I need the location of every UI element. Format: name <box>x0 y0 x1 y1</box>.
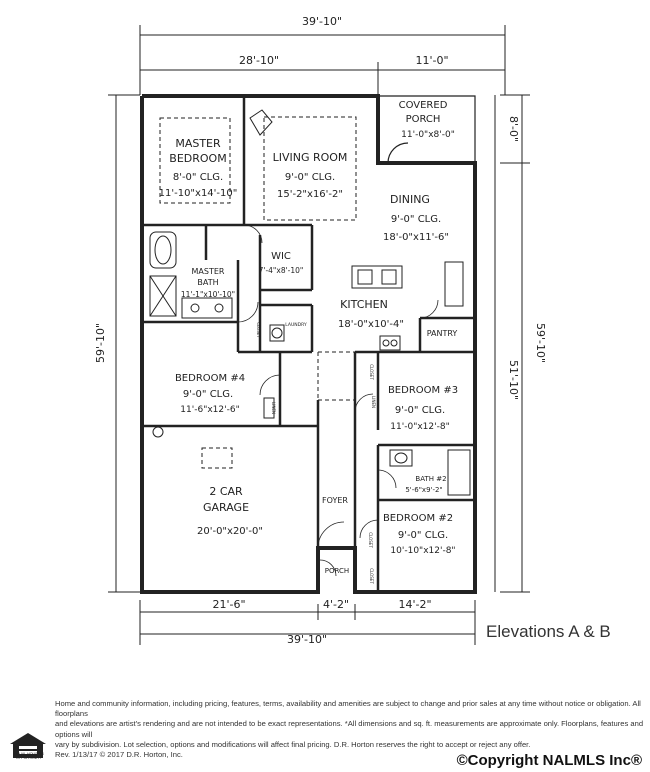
kitchen-size: 18'-0"x10'-4" <box>338 319 404 330</box>
master-bedroom-clg: 8'-0" CLG. <box>173 172 223 183</box>
foyer-name: FOYER <box>322 496 348 505</box>
wic-size: 7'-4"x8'-10" <box>259 266 304 275</box>
bedroom4-clg: 9'-0" CLG. <box>183 389 233 400</box>
garage-name2: GARAGE <box>203 501 249 514</box>
closet-label-foyer: CLOSET <box>368 532 373 548</box>
living-room-size: 15'-2"x16'-2" <box>277 189 343 200</box>
master-bedroom-name1: MASTER <box>175 137 221 150</box>
porch-name: PORCH <box>325 567 349 575</box>
dim-bottom-mid: 4'-2" <box>323 598 349 611</box>
covered-porch-name2: PORCH <box>406 114 441 125</box>
dim-left-total: 59'-10" <box>94 323 107 363</box>
copyright-watermark: ©Copyright NALMLS Inc® <box>456 752 642 769</box>
disclaimer: Home and community information, includin… <box>55 699 645 760</box>
master-bath-size: 11'-1"x10'-10" <box>181 290 235 299</box>
dining-size: 18'-0"x11'-6" <box>383 232 449 243</box>
disclaimer-line: and elevations are artist's rendering an… <box>55 719 644 739</box>
garage-size: 20'-0"x20'-0" <box>197 526 263 537</box>
living-room-name: LIVING ROOM <box>273 151 348 164</box>
linen-label-bedroom4: LINEN <box>271 402 276 414</box>
disclaimer-line: Home and community information, includin… <box>55 699 641 719</box>
master-bath-name1: MASTER <box>192 267 225 276</box>
bedroom3-name: BEDROOM #3 <box>388 385 458 396</box>
kitchen-name: KITCHEN <box>340 298 388 311</box>
bath2-name: BATH #2 <box>415 475 446 483</box>
dim-top-total: 39'-10" <box>302 15 342 28</box>
covered-porch-name1: COVERED <box>399 100 448 111</box>
dining-clg: 9'-0" CLG. <box>391 214 441 225</box>
dim-bottom-total: 39'-10" <box>287 633 327 646</box>
bedroom2-name: BEDROOM #2 <box>383 513 453 524</box>
equal-housing-icon <box>10 733 46 758</box>
garage-name1: 2 CAR <box>209 485 243 498</box>
bedroom4-size: 11'-6"x12'-6" <box>180 405 239 415</box>
closet-label-bedroom2: CLOSET <box>369 568 374 584</box>
bedroom4-name: BEDROOM #4 <box>175 373 245 384</box>
bedroom3-size: 11'-0"x12'-8" <box>390 422 449 432</box>
bedroom3-clg: 9'-0" CLG. <box>395 405 445 416</box>
master-bath-name2: BATH <box>197 278 218 287</box>
wic-name: WIC <box>271 251 291 262</box>
linen-label-hall: LINEN <box>371 396 376 408</box>
master-bedroom-size: 11'-10"x14'-10" <box>159 188 238 199</box>
dim-bottom-left: 21'-6" <box>212 598 245 611</box>
bedroom2-size: 10'-10"x12'-8" <box>390 546 455 556</box>
closet-label-bedroom3: CLOSET <box>369 364 374 380</box>
bedroom2-clg: 9'-0" CLG. <box>398 530 448 541</box>
dim-right-lower: 51'-10" <box>507 360 520 400</box>
disclaimer-line: vary by subdivision. Lot selection, opti… <box>55 739 531 749</box>
disclaimer-line: Rev. 1/13/17 © 2017 D.R. Horton, Inc. <box>55 750 183 760</box>
living-room-clg: 9'-0" CLG. <box>285 172 335 183</box>
covered-porch-size: 11'-0"x8'-0" <box>401 130 455 140</box>
dining-name: DINING <box>390 193 430 206</box>
closet-label-laundry: CLOSET <box>256 322 261 338</box>
equal-housing-caption: EQUAL HOUSING OPPORTUNITY <box>14 752 44 760</box>
master-bedroom-name2: BEDROOM <box>169 152 226 165</box>
dim-top-left: 28'-10" <box>239 54 279 67</box>
dim-bottom-right: 14'-2" <box>398 598 431 611</box>
dim-top-right: 11'-0" <box>415 54 448 67</box>
pantry-name: PANTRY <box>427 329 458 338</box>
bath2-size: 5'-6"x9'-2" <box>405 486 442 494</box>
laundry-name: LAUNDRY <box>285 322 307 328</box>
elevations-caption: Elevations A & B <box>486 622 611 641</box>
dim-right-upper: 8'-0" <box>507 116 520 142</box>
dim-right-total: 59'-10" <box>534 323 547 363</box>
